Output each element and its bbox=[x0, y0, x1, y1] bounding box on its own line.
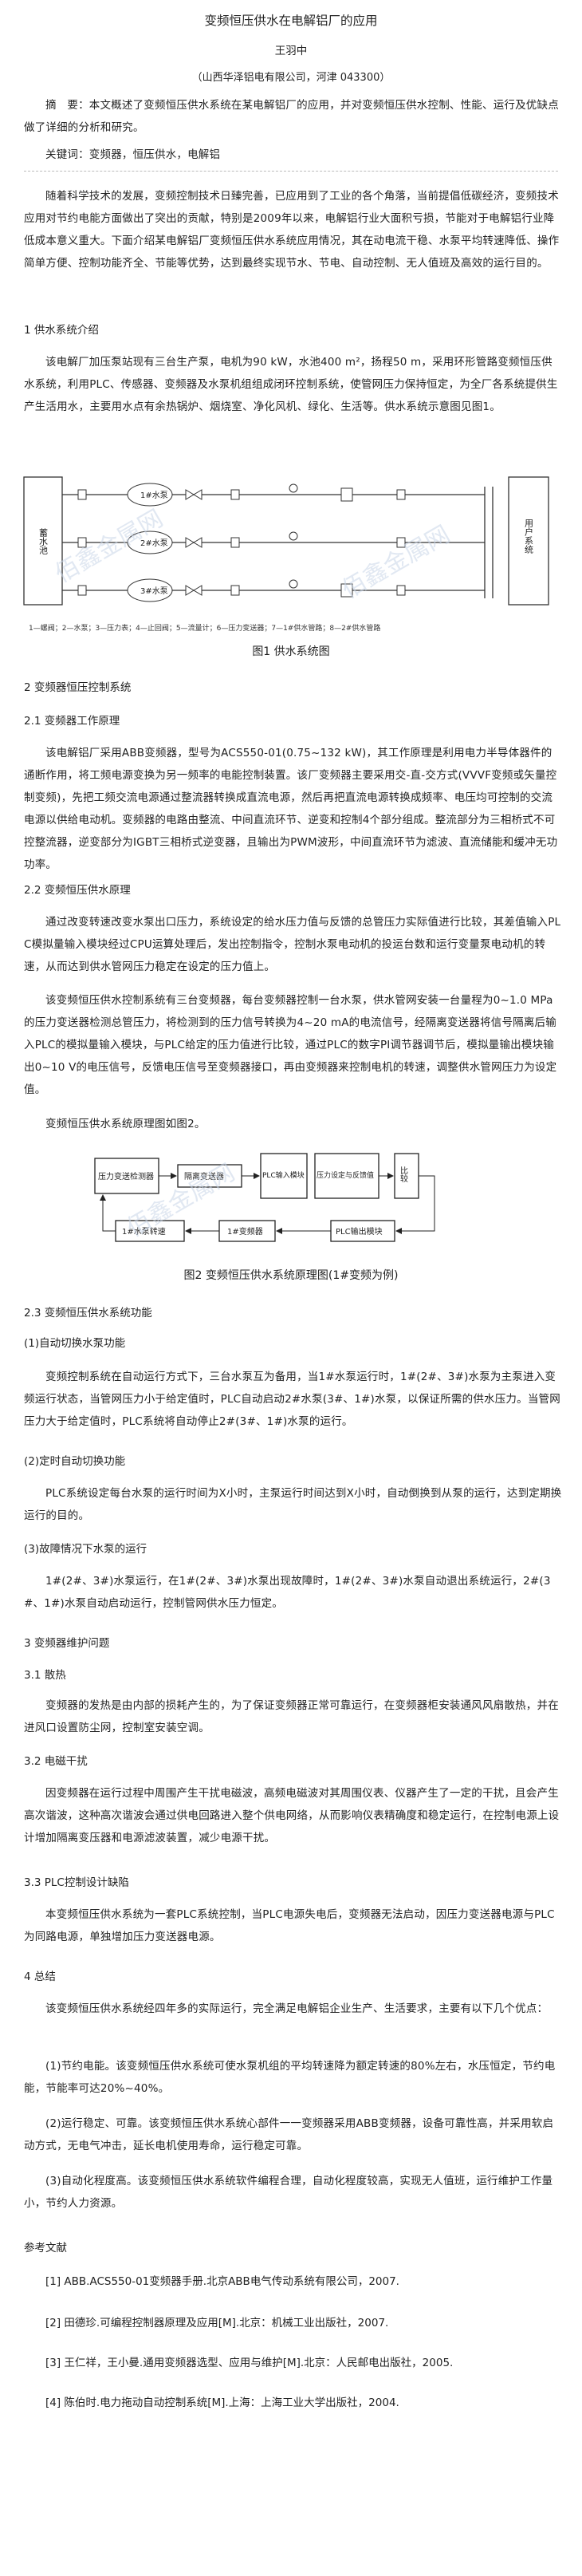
function-3-text: 1#(2#、3#)水泵运行，在1#(2#、3#)水泵出现故障时，1#(2#、3#… bbox=[24, 1575, 551, 1610]
section-3-2-heading: 3.2 电磁干扰 bbox=[24, 1755, 88, 1768]
pump-3-label: 3#水泵 bbox=[140, 586, 168, 596]
pump-line-3: 3#水泵 bbox=[62, 578, 485, 602]
section-1-text: 该电解厂加压泵站现有三台生产泵，电机为90 kW，水池400 m²，扬程50 m… bbox=[24, 356, 558, 413]
pump-2-label: 2#水泵 bbox=[140, 538, 168, 548]
function-1-heading: (1)自动切换水泵功能 bbox=[24, 1337, 126, 1350]
section-2-2-paragraph-1: 通过改变转速改变水泵出口压力，系统设定的给水压力值与反馈的总管压力实际值进行比较… bbox=[24, 916, 561, 973]
reference-3: [3] 王仁祥，王小曼.通用变频器选型、应用与维护[M].北京：人民邮电出版社，… bbox=[45, 2357, 454, 2369]
compare-box: 比较 bbox=[399, 1166, 408, 1183]
keywords: 关键词：变频器，恒压供水，电解铝 bbox=[45, 148, 221, 161]
figure-2-caption: 图2 变频恒压供水系统原理图(1#变频为例) bbox=[183, 1269, 399, 1282]
section-3-heading: 3 变频器维护问题 bbox=[24, 1637, 110, 1650]
pool-label: 蓄水池 bbox=[38, 528, 49, 554]
affiliation: （山西华泽铝电有限公司，河津 043300） bbox=[191, 72, 391, 84]
section-2-1-heading: 2.1 变频器工作原理 bbox=[24, 715, 120, 728]
section-3-3-text: 本变频恒压供水系统为一套PLC系统控制，当PLC电源失电后，变频器无法启动，因压… bbox=[24, 1908, 555, 1943]
function-2-heading: (2)定时自动切换功能 bbox=[24, 1455, 126, 1468]
function-2-text: PLC系统设定每台水泵的运行时间为X小时，主泵运行时间达到X小时，自动倒换到从泵… bbox=[24, 1487, 562, 1522]
pressure-sensor-box: 压力变送检测器 bbox=[98, 1171, 154, 1181]
reference-1: [1] ABB.ACS550-01变频器手册.北京ABB电气传动系统有限公司，2… bbox=[45, 2275, 399, 2288]
pump-line-2: 2#水泵 bbox=[62, 531, 485, 554]
figure-1-water-supply-diagram: 蓄水池 用户系统 1#水泵 2#水泵 bbox=[23, 476, 549, 633]
reference-4: [4] 陈伯时.电力拖动自动控制系统[M].上海：上海工业大学出版社，2004. bbox=[45, 2397, 399, 2409]
figure-2-block-diagram: 压力变送检测器 隔离变送器 PLC输入模块 压力设定与反馈值 比较 1#水泵转速… bbox=[94, 1153, 435, 1242]
advantage-2: (2)运行稳定、可靠。该变频恒压供水系统心部件一一变频器采用ABB变频器，设备可… bbox=[24, 2117, 554, 2152]
reference-2: [2] 田德珍.可编程控制器原理及应用[M].北京：机械工业出版社，2007. bbox=[45, 2317, 389, 2329]
function-1-text: 变频控制系统在自动运行方式下，三台水泵互为备用，当1#水泵运行时，1#(2#、3… bbox=[24, 1371, 560, 1428]
advantage-1: (1)节约电能。该变频恒压供水系统可使水泵机组的平均转速降为额定转速的80%左右… bbox=[24, 2060, 556, 2095]
section-3-1-text: 变频器的发热是由内部的损耗产生的，为了保证变频器正常可靠运行，在变频器柜安装通风… bbox=[24, 1699, 559, 1734]
divider bbox=[24, 171, 558, 172]
isolation-transmitter-box: 隔离变送器 bbox=[184, 1171, 224, 1181]
pump-1-label: 1#水泵 bbox=[140, 491, 168, 500]
section-4-heading: 4 总结 bbox=[24, 1970, 56, 1983]
section-2-2-heading: 2.2 变频恒压供水原理 bbox=[24, 884, 131, 897]
section-2-heading: 2 变频器恒压控制系统 bbox=[24, 681, 132, 694]
figure-1-legend: 1—螺阀；2—水泵；3—压力表；4—止回阀；5—流量计；6—压力变送器；7—1#… bbox=[29, 623, 380, 633]
section-2-1-text: 该电解铝厂采用ABB变频器，型号为ACS550-01(0.75~132 kW)，… bbox=[24, 747, 558, 871]
plc-output-box: PLC输出模块 bbox=[336, 1226, 383, 1237]
advantage-3: (3)自动化程度高。该变频恒压供水系统软件编程合理，自动化程度较高，实现无人值班… bbox=[24, 2175, 553, 2210]
section-3-1-heading: 3.1 散热 bbox=[24, 1669, 66, 1682]
function-3-heading: (3)故障情况下水泵的运行 bbox=[24, 1543, 147, 1556]
pump-line-1: 1#水泵 bbox=[62, 483, 485, 507]
plc-input-box: PLC输入模块 bbox=[262, 1170, 305, 1180]
figure-1-caption: 图1 供水系统图 bbox=[252, 645, 330, 658]
section-3-2-text: 因变频器在运行过程中周围产生干扰电磁波，高频电磁波对其周围仪表、仪器产生了一定的… bbox=[24, 1787, 560, 1844]
references-heading: 参考文献 bbox=[24, 2242, 67, 2254]
pump-speed-box: 1#水泵转速 bbox=[122, 1226, 166, 1237]
section-3-3-heading: 3.3 PLC控制设计缺陷 bbox=[24, 1876, 129, 1889]
section-4-text: 该变频恒压供水系统经四年多的实际运行，完全满足电解铝企业生产、生活要求，主要有以… bbox=[45, 2002, 549, 2015]
section-2-2-paragraph-2: 该变频恒压供水控制系统有三台变频器，每台变频器控制一台水泵，供水管网安装一台量程… bbox=[24, 994, 557, 1096]
setpoint-feedback-box: 压力设定与反馈值 bbox=[317, 1170, 374, 1180]
section-1-heading: 1 供水系统介绍 bbox=[24, 324, 99, 337]
vfd-box: 1#变频器 bbox=[227, 1226, 263, 1237]
paper-title: 变频恒压供水在电解铝厂的应用 bbox=[204, 14, 378, 28]
section-2-2-paragraph-3: 变频恒压供水系统原理图如图2。 bbox=[45, 1118, 206, 1130]
user-system-label: 用户系统 bbox=[524, 519, 534, 554]
abstract: 摘 要：本文概述了变频恒压供水系统在某电解铝厂的应用，并对变频恒压供水控制、性能… bbox=[24, 99, 559, 134]
section-2-3-heading: 2.3 变频恒压供水系统功能 bbox=[24, 1307, 152, 1320]
author: 王羽中 bbox=[274, 45, 308, 57]
intro-paragraph: 随着科学技术的发展，变频控制技术日臻完善，已应用到了工业的各个角落，当前提倡低碳… bbox=[24, 190, 560, 270]
